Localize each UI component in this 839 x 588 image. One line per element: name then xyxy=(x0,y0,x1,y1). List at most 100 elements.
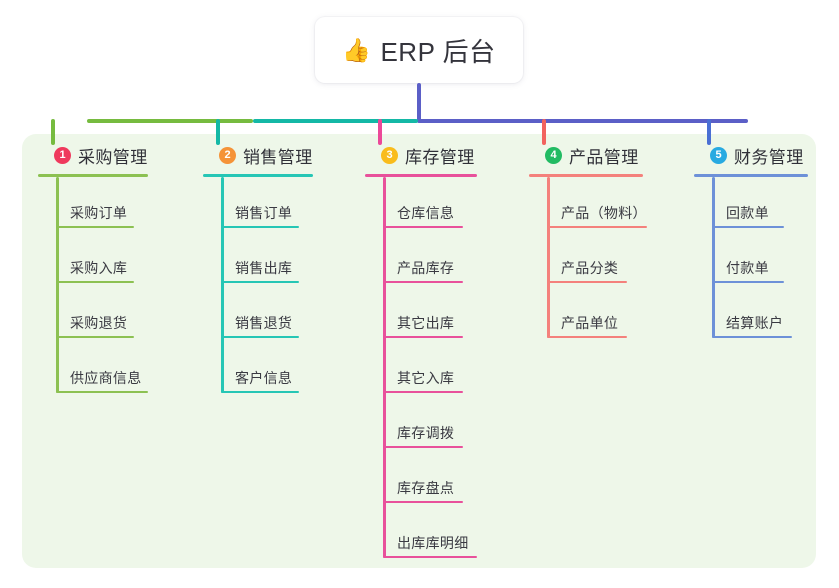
connector-drop-2 xyxy=(216,119,220,145)
connector-bar-segment-1 xyxy=(87,119,253,123)
list-item[interactable]: 库存调拨 xyxy=(365,397,525,452)
list-item-label: 其它入库 xyxy=(397,370,455,386)
list-item-rule xyxy=(56,281,134,283)
column-badge-4: 4 xyxy=(545,146,562,164)
list-item[interactable]: 销售退货 xyxy=(203,287,363,342)
connector-drop-1 xyxy=(51,119,55,145)
column-items-5: 回款单付款单结算账户 xyxy=(694,177,839,342)
connector-drop-4 xyxy=(542,119,546,145)
list-item-label: 回款单 xyxy=(726,205,769,221)
list-item-rule xyxy=(547,281,627,283)
list-item-rule xyxy=(221,226,299,228)
root-node-label: ERP 后台 xyxy=(380,36,496,67)
diagram-panel xyxy=(22,134,816,568)
list-item-rule xyxy=(383,226,463,228)
list-item-label: 产品库存 xyxy=(397,260,455,276)
list-item[interactable]: 销售出库 xyxy=(203,232,363,287)
list-item-rule xyxy=(547,226,647,228)
column-trunk-1 xyxy=(56,177,59,393)
list-item[interactable]: 供应商信息 xyxy=(38,342,198,397)
list-item-label: 产品（物料） xyxy=(561,205,647,221)
list-item-label: 出库库明细 xyxy=(397,535,469,551)
list-item-rule xyxy=(712,226,784,228)
column-header-2[interactable]: 2 销售管理 xyxy=(203,142,363,168)
list-item-label: 付款单 xyxy=(726,260,769,276)
list-item[interactable]: 产品库存 xyxy=(365,232,525,287)
column-1: 1 采购管理采购订单采购入库采购退货供应商信息 xyxy=(38,142,198,397)
list-item[interactable]: 采购入库 xyxy=(38,232,198,287)
list-item[interactable]: 出库库明细 xyxy=(365,507,525,562)
column-5: 5 财务管理回款单付款单结算账户 xyxy=(694,142,839,342)
column-4: 4 产品管理产品（物料） 产品分类产品单位 xyxy=(529,142,689,342)
list-item-rule xyxy=(547,336,627,338)
list-item[interactable]: 其它出库 xyxy=(365,287,525,342)
column-items-4: 产品（物料） 产品分类产品单位 xyxy=(529,177,689,342)
column-items-2: 销售订单销售出库销售退货客户信息 xyxy=(203,177,363,397)
column-underline-2 xyxy=(203,174,313,177)
column-title-5: 财务管理 xyxy=(734,147,804,167)
column-underline-5 xyxy=(694,174,808,177)
column-items-1: 采购订单采购入库采购退货供应商信息 xyxy=(38,177,198,397)
list-item-rule xyxy=(221,336,299,338)
column-badge-1: 1 xyxy=(54,146,71,164)
list-item[interactable]: 付款单 xyxy=(694,232,839,287)
list-item-label: 销售退货 xyxy=(235,315,293,331)
column-title-1: 采购管理 xyxy=(78,147,148,167)
column-badge-3: 3 xyxy=(381,146,398,164)
list-item[interactable]: 其它入库 xyxy=(365,342,525,397)
column-title-4: 产品管理 xyxy=(569,147,639,167)
list-item[interactable]: 客户信息 xyxy=(203,342,363,397)
list-item[interactable]: 产品单位 xyxy=(529,287,689,342)
column-underline-1 xyxy=(38,174,148,177)
connector-drop-5 xyxy=(707,119,711,145)
connector-bar-segment-2 xyxy=(253,119,418,123)
column-items-3: 仓库信息产品库存其它出库其它入库库存调拨库存盘点出库库明细 xyxy=(365,177,525,562)
column-title-2: 销售管理 xyxy=(243,147,313,167)
list-item[interactable]: 库存盘点 xyxy=(365,452,525,507)
list-item-rule xyxy=(383,281,463,283)
list-item[interactable]: 产品（物料） xyxy=(529,177,689,232)
connector-root-stem xyxy=(417,83,421,123)
list-item-rule xyxy=(383,556,477,558)
column-badge-5: 5 xyxy=(710,146,727,164)
column-header-4[interactable]: 4 产品管理 xyxy=(529,142,689,168)
column-underline-4 xyxy=(529,174,643,177)
list-item-rule xyxy=(712,336,792,338)
list-item-rule xyxy=(56,336,134,338)
list-item-label: 产品分类 xyxy=(561,260,619,276)
list-item[interactable]: 回款单 xyxy=(694,177,839,232)
list-item[interactable]: 采购订单 xyxy=(38,177,198,232)
column-trunk-5 xyxy=(712,177,715,338)
column-badge-2: 2 xyxy=(219,146,236,164)
list-item-rule xyxy=(56,391,148,393)
list-item[interactable]: 产品分类 xyxy=(529,232,689,287)
list-item-rule xyxy=(221,281,299,283)
list-item-label: 供应商信息 xyxy=(70,370,142,386)
list-item[interactable]: 采购退货 xyxy=(38,287,198,342)
list-item-rule xyxy=(383,391,463,393)
list-item-label: 采购退货 xyxy=(70,315,128,331)
list-item-label: 仓库信息 xyxy=(397,205,455,221)
connector-bar-segment-3 xyxy=(418,119,748,123)
list-item-label: 产品单位 xyxy=(561,315,619,331)
list-item-label: 采购入库 xyxy=(70,260,128,276)
list-item[interactable]: 仓库信息 xyxy=(365,177,525,232)
list-item[interactable]: 结算账户 xyxy=(694,287,839,342)
list-item-rule xyxy=(383,336,463,338)
column-trunk-2 xyxy=(221,177,224,393)
list-item-label: 库存调拨 xyxy=(397,425,455,441)
column-header-1[interactable]: 1 采购管理 xyxy=(38,142,198,168)
root-node-title: 👍 ERP 后台 xyxy=(342,32,495,69)
list-item-rule xyxy=(383,501,463,503)
list-item-label: 其它出库 xyxy=(397,315,455,331)
root-node-card[interactable]: 👍 ERP 后台 xyxy=(315,17,523,83)
list-item-rule xyxy=(712,281,784,283)
column-header-5[interactable]: 5 财务管理 xyxy=(694,142,839,168)
list-item-label: 采购订单 xyxy=(70,205,128,221)
column-trunk-4 xyxy=(547,177,550,338)
list-item[interactable]: 销售订单 xyxy=(203,177,363,232)
list-item-label: 销售订单 xyxy=(235,205,293,221)
list-item-label: 结算账户 xyxy=(726,315,784,331)
